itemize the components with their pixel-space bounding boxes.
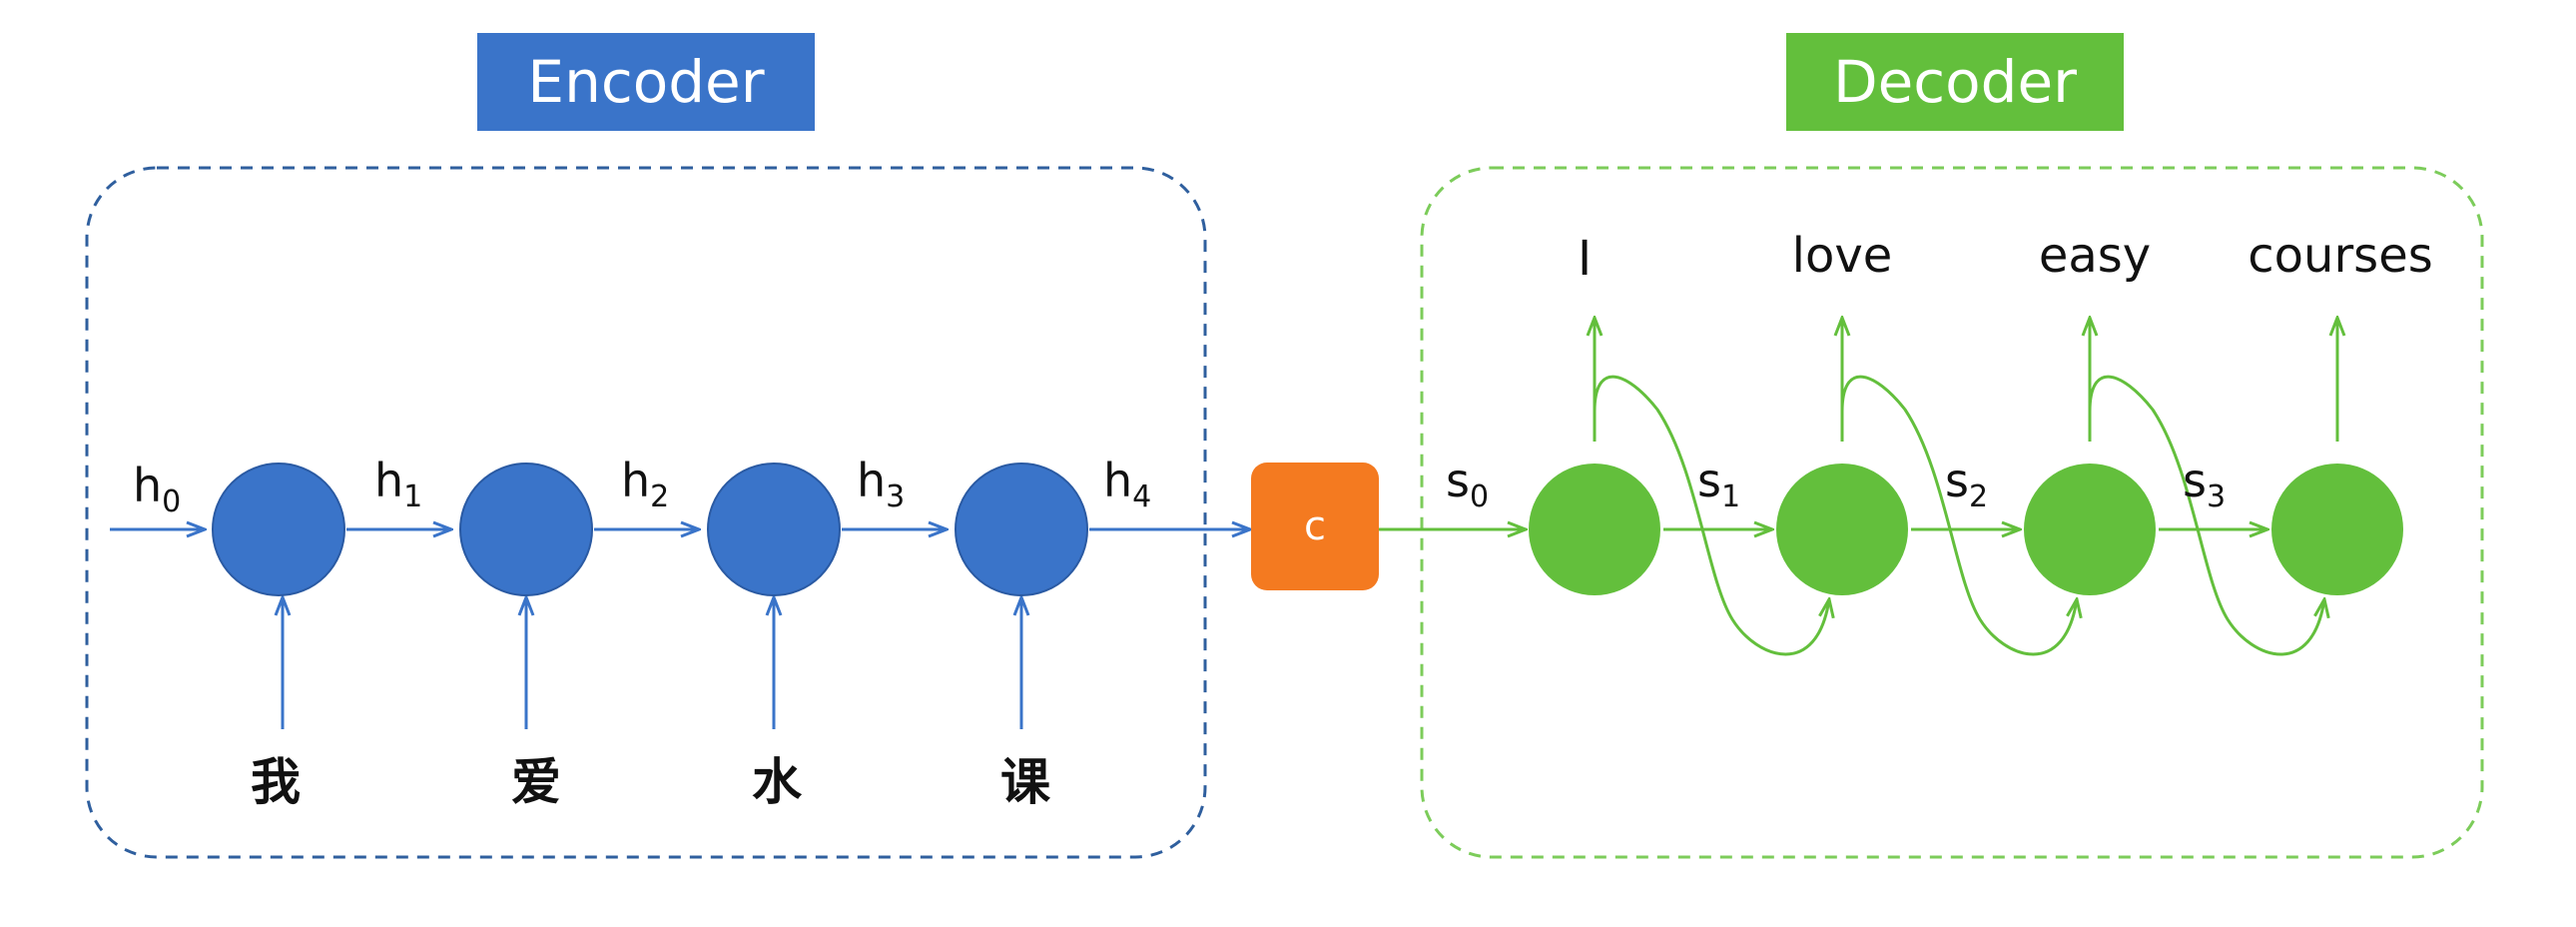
encoder-panel: Encoder h0 h1 h2 h3 h4 — [85, 33, 1250, 859]
encoder-hidden-label-0: h0 — [133, 459, 181, 519]
decoder-state-label-2: s2 — [1945, 454, 1988, 514]
decoder-node-3 — [2024, 464, 2156, 595]
encoder-dashed-frame — [85, 166, 1207, 859]
encoder-node-2 — [459, 463, 593, 596]
encoder-node-1 — [212, 463, 345, 596]
context-vector: c — [1251, 463, 1379, 590]
decoder-state-label-0: s0 — [1446, 454, 1489, 514]
decoder-feedback-curve-2 — [1840, 375, 2077, 656]
decoder-node-2 — [1776, 464, 1908, 595]
decoder-node-4 — [2271, 464, 2403, 595]
encoder-input-token-2: 爱 — [511, 753, 561, 811]
decoder-output-word-1: I — [1578, 231, 1592, 287]
context-label: c — [1304, 503, 1326, 549]
decoder-output-word-2: love — [1792, 228, 1893, 284]
encoder-node-3 — [707, 463, 841, 596]
encoder-hidden-label-4: h4 — [1103, 454, 1151, 514]
decoder-output-word-4: courses — [2248, 228, 2432, 284]
encoder-hidden-label-3: h3 — [857, 454, 905, 514]
decoder-panel: Decoder s0 s1 s2 s3 — [1379, 33, 2484, 859]
decoder-title-box — [1786, 33, 2124, 131]
decoder-feedback-curve-3 — [2088, 375, 2324, 656]
decoder-dashed-frame — [1420, 166, 2484, 859]
encoder-input-token-1: 我 — [251, 753, 301, 811]
decoder-title: Decoder — [1833, 48, 2077, 116]
decoder-state-label-3: s3 — [2183, 454, 2226, 514]
encoder-hidden-label-1: h1 — [374, 454, 422, 514]
encoder-input-token-4: 课 — [1000, 753, 1051, 811]
encoder-input-token-3: 水 — [752, 753, 803, 811]
decoder-feedback-curve-1 — [1593, 375, 1829, 656]
decoder-node-1 — [1529, 464, 1660, 595]
decoder-output-word-3: easy — [2039, 228, 2151, 284]
encoder-title: Encoder — [527, 48, 764, 116]
decoder-state-label-1: s1 — [1697, 454, 1740, 514]
encoder-hidden-label-2: h2 — [621, 454, 669, 514]
context-box — [1251, 463, 1379, 590]
encoder-title-box — [477, 33, 815, 131]
encoder-node-4 — [955, 463, 1088, 596]
